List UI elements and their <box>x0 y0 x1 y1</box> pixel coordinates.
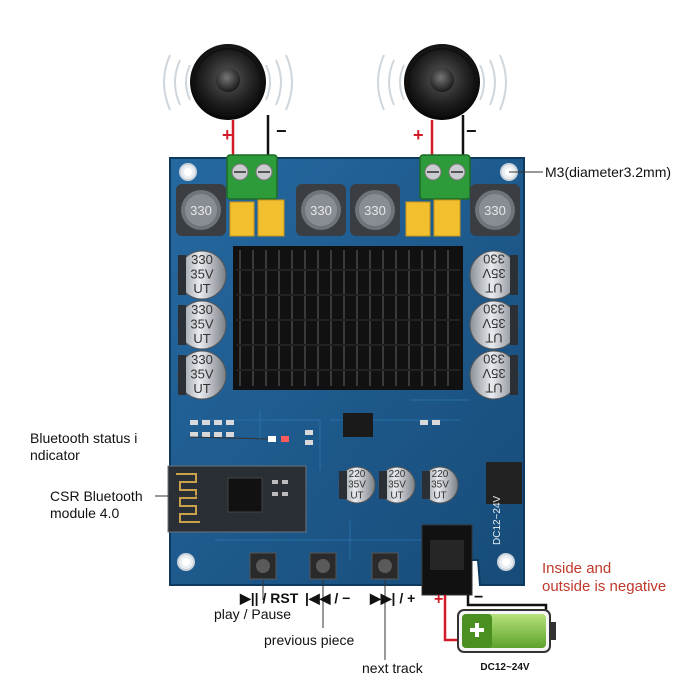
right-speaker-minus: − <box>466 121 477 141</box>
inductor-label: 330 <box>190 203 212 218</box>
capacitor-label: 220 <box>389 469 406 480</box>
capacitor-label: 35V <box>482 366 505 381</box>
battery-label: DC12~24V <box>480 662 530 673</box>
power-minus: − <box>474 589 483 606</box>
mounting-hole-bottom-left <box>177 553 195 571</box>
play-pause-button[interactable] <box>249 552 277 580</box>
dc-power-jack: DC12~24V <box>421 495 503 596</box>
csr-module-label-line2: module 4.0 <box>50 505 120 521</box>
inductors: 330 330 330 330 <box>176 184 520 236</box>
capacitor-label: 330 <box>483 352 505 367</box>
capacitor-label: 35V <box>482 316 505 331</box>
inductor-label: 330 <box>310 203 332 218</box>
big-capacitors: 33035VUT33035VUT33035VUT33035VUT33035VUT… <box>177 250 519 400</box>
callout-lines <box>155 171 543 660</box>
heatsink <box>233 246 463 390</box>
capacitor-label: UT <box>390 491 403 502</box>
next-track-label: next track <box>362 660 423 676</box>
capacitor-label: UT <box>485 380 502 395</box>
inductor: 330 <box>350 184 400 236</box>
next-button[interactable] <box>371 552 399 580</box>
csr-module-label-line1: CSR Bluetooth <box>50 488 143 504</box>
left-speaker-minus: − <box>276 121 287 141</box>
bluetooth-status-led <box>268 436 289 442</box>
power-plus: + <box>434 591 443 608</box>
film-capacitors <box>229 199 461 237</box>
dc-jack-label: DC12~24V <box>492 495 503 545</box>
previous-piece-label: previous piece <box>264 632 355 648</box>
capacitor-label: 330 <box>483 252 505 267</box>
battery-icon <box>457 609 556 653</box>
capacitor-label: 35V <box>190 367 213 382</box>
right-screw-terminal <box>419 154 471 200</box>
mounting-hole-top-left <box>179 163 197 181</box>
capacitor-label: 35V <box>190 317 213 332</box>
capacitor-label: UT <box>193 381 210 396</box>
inductor-label: 330 <box>484 203 506 218</box>
previous-button[interactable] <box>309 552 337 580</box>
previous-symbol: |◀◀ / − <box>305 590 351 606</box>
next-symbol: ▶▶| / + <box>370 590 416 606</box>
play-rst-symbol: ▶|| / RST <box>240 590 299 606</box>
capacitor-label: 220 <box>349 469 366 480</box>
mounting-hole-bottom-right <box>497 553 515 571</box>
capacitor-label: 330 <box>483 302 505 317</box>
smd-components <box>190 413 522 504</box>
inductor-label: 330 <box>364 203 386 218</box>
inductor: 330 <box>470 184 520 236</box>
capacitor-label: 35V <box>348 480 366 491</box>
inductor: 330 <box>176 184 226 236</box>
left-screw-terminal <box>226 154 278 200</box>
capacitor-label: 35V <box>482 266 505 281</box>
bluetooth-status-label-line1: Bluetooth status i <box>30 430 138 446</box>
left-speaker <box>163 44 293 120</box>
negative-label-line2: outside is negative <box>542 578 667 595</box>
capacitor-label: UT <box>193 281 210 296</box>
capacitor-label: 330 <box>191 252 213 267</box>
capacitor-label: 35V <box>388 480 406 491</box>
left-speaker-plus: + <box>222 125 233 145</box>
capacitor-label: UT <box>433 491 446 502</box>
csr-bluetooth-module <box>167 465 307 533</box>
capacitor-label: 330 <box>191 302 213 317</box>
right-speaker <box>377 44 507 120</box>
capacitor-label: 35V <box>431 480 449 491</box>
inductor: 330 <box>296 184 346 236</box>
bluetooth-status-label-line2: ndicator <box>30 447 80 463</box>
capacitor-label: 220 <box>432 469 449 480</box>
m3-hole-label: M3(diameter3.2mm) <box>545 164 672 180</box>
capacitor-label: UT <box>485 330 502 345</box>
capacitor-label: UT <box>485 280 502 295</box>
capacitor-label: UT <box>193 331 210 346</box>
negative-label-line1: Inside and <box>542 560 612 577</box>
capacitor-label: UT <box>350 491 363 502</box>
capacitor-label: 35V <box>190 267 213 282</box>
right-speaker-plus: + <box>413 125 424 145</box>
capacitor-label: 330 <box>191 352 213 367</box>
play-pause-label: play / Pause <box>214 606 292 622</box>
